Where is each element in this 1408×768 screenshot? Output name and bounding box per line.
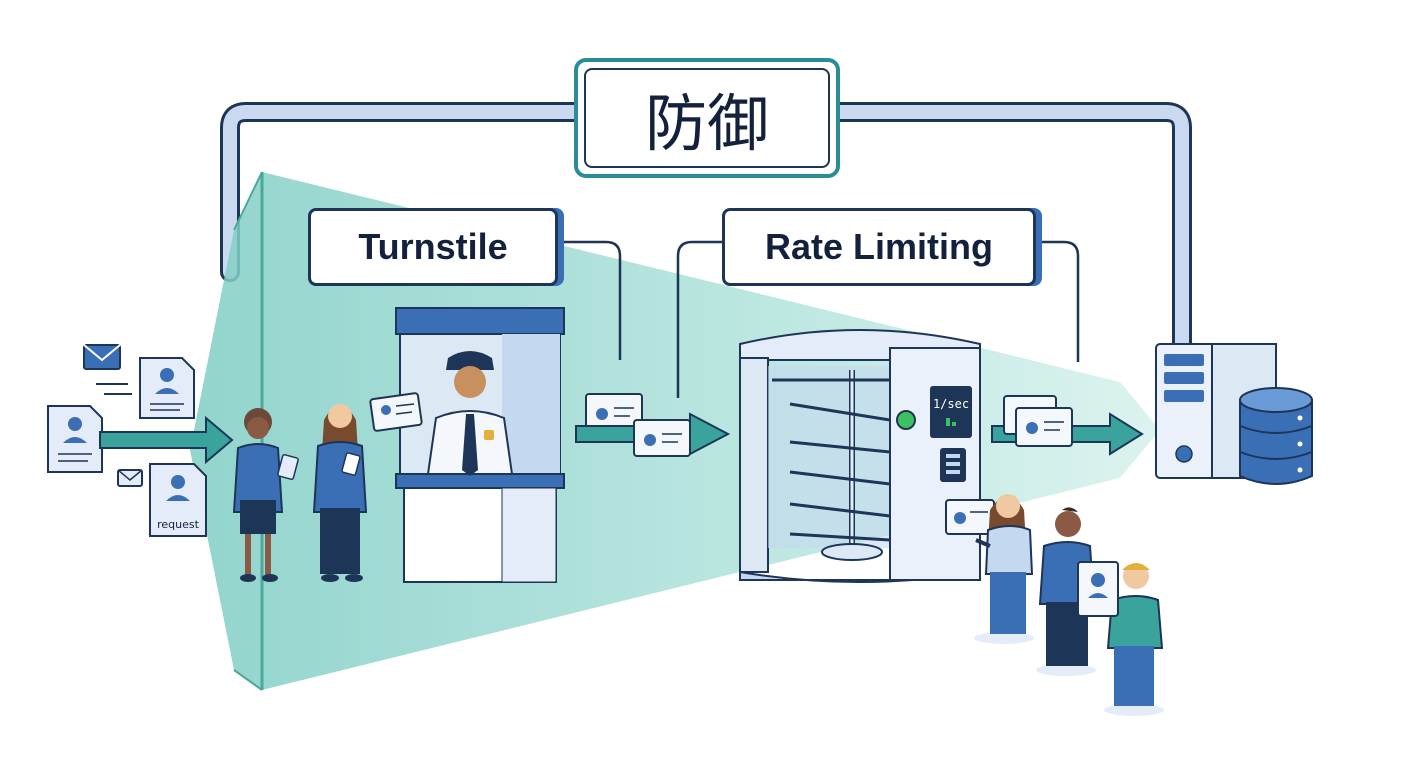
police-officer-icon (426, 351, 514, 476)
incoming-requests: request (47, 344, 234, 537)
request-document: request (149, 463, 207, 537)
title-label: 防御 (574, 58, 840, 178)
database-icon (1239, 387, 1313, 485)
person-waiting-1 (232, 408, 299, 582)
rate-display: 1/sec (933, 397, 969, 411)
person-waiting-2 (312, 404, 368, 582)
envelope-icon (83, 344, 121, 370)
document-icon (47, 405, 103, 473)
rate-limiting-label: Rate Limiting (722, 208, 1036, 286)
label-connectors (556, 240, 1080, 398)
queue-person-1 (974, 494, 1034, 644)
turnstile-gate-icon: 1/sec (739, 329, 995, 583)
keypad-icon (940, 448, 966, 482)
envelope-icon (117, 469, 143, 487)
document-icon (139, 357, 195, 419)
pipe-bracket (220, 102, 1192, 354)
id-cards-middle (575, 393, 731, 457)
queue-person-3 (1077, 561, 1164, 716)
turnstile-label: Turnstile (308, 208, 558, 286)
id-card-icon (369, 392, 423, 432)
security-booth (369, 307, 565, 583)
request-label: request (157, 518, 200, 531)
id-cards-right (991, 395, 1144, 456)
arrow-right-icon (99, 415, 234, 465)
